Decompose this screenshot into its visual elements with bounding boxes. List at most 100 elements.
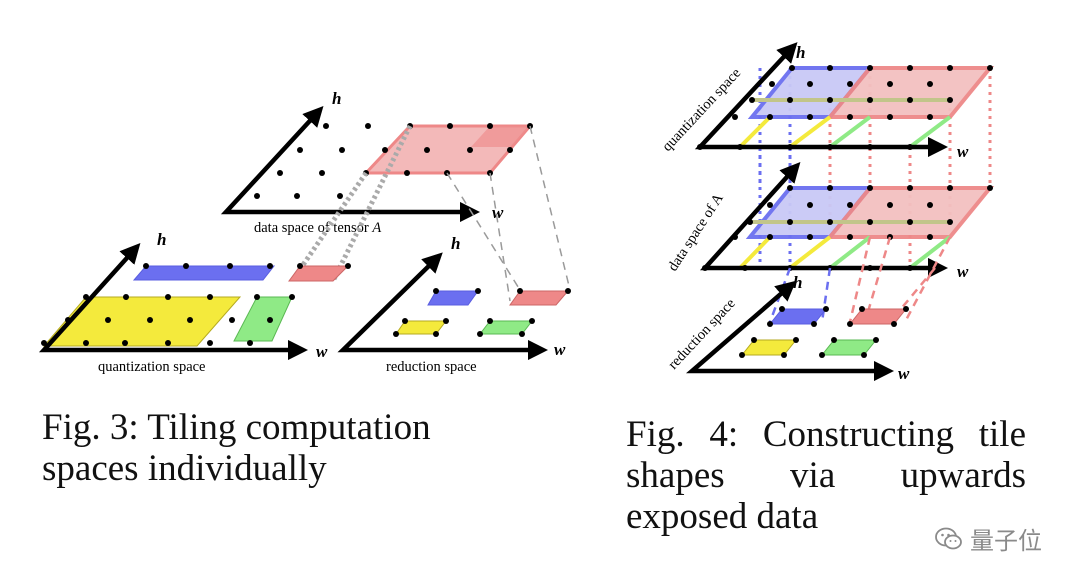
- lattice-dot: [749, 97, 755, 103]
- fig4-reduction-layer: h w reduction space: [665, 273, 910, 383]
- lattice-dot: [867, 97, 873, 103]
- lattice-dot: [819, 352, 825, 358]
- lattice-dot: [807, 234, 813, 240]
- fig3-tensor-label: data space of tensor A: [254, 220, 381, 236]
- lattice-dot: [927, 202, 933, 208]
- fig3-reduction-panel: h w reduction space: [337, 234, 571, 375]
- fig4-quant-dot-grid: [697, 65, 993, 150]
- fig3-data-axes: [220, 106, 481, 223]
- lattice-dot: [807, 114, 813, 120]
- fig3-red-space-label: reduction space: [386, 359, 477, 375]
- lattice-dot: [747, 219, 753, 225]
- fig4-bot-w-label: w: [898, 364, 910, 383]
- lattice-dot: [787, 219, 793, 225]
- lattice-dot: [207, 294, 213, 300]
- fig3-quantization-panel: h w quantization space: [38, 230, 351, 375]
- lattice-dot: [737, 144, 743, 150]
- lattice-dot: [907, 65, 913, 71]
- lattice-dot: [402, 318, 408, 324]
- lattice-dot: [732, 114, 738, 120]
- fig3-quant-tile-yellow: [42, 296, 242, 347]
- lattice-dot: [289, 294, 295, 300]
- lattice-dot: [339, 147, 345, 153]
- lattice-dot: [477, 331, 483, 337]
- lattice-dot: [887, 114, 893, 120]
- lattice-dot: [811, 321, 817, 327]
- lattice-dot: [487, 123, 493, 129]
- lattice-dot: [793, 337, 799, 343]
- lattice-dot: [277, 170, 283, 176]
- fig3-quant-tile-green: [233, 296, 293, 342]
- fig3-red-axes: [337, 252, 549, 361]
- lattice-dot: [907, 185, 913, 191]
- lattice-dot: [267, 263, 273, 269]
- lattice-dot: [847, 202, 853, 208]
- lattice-dot: [827, 219, 833, 225]
- fig3-quant-axes: [38, 242, 309, 361]
- lattice-dot: [247, 340, 253, 346]
- fig3-quant-dot-grid: [41, 263, 351, 346]
- fig3-data-tile-red-dark: [471, 126, 530, 147]
- fig4-red-blue: [768, 308, 828, 325]
- lattice-dot: [987, 185, 993, 191]
- lattice-dot: [751, 337, 757, 343]
- lattice-dot: [467, 147, 473, 153]
- lattice-dot: [165, 340, 171, 346]
- fig3-tensor-label-symbol: A: [371, 220, 381, 236]
- lattice-dot: [294, 193, 300, 199]
- lattice-dot: [787, 97, 793, 103]
- lattice-dot: [903, 306, 909, 312]
- lattice-dot: [847, 81, 853, 87]
- lattice-dot: [519, 331, 525, 337]
- fig3-data-space-panel: h w data space of tensor A: [220, 89, 534, 236]
- fig4-quant-green-edge: [824, 115, 952, 149]
- lattice-dot: [947, 219, 953, 225]
- lattice-dot: [165, 294, 171, 300]
- lattice-dot: [742, 265, 748, 271]
- fig4-data-green-edge: [824, 235, 952, 270]
- lattice-dot: [907, 265, 913, 271]
- lattice-dot: [433, 288, 439, 294]
- lattice-dot: [267, 317, 273, 323]
- lattice-dot: [867, 144, 873, 150]
- lattice-dot: [487, 318, 493, 324]
- lattice-dot: [475, 288, 481, 294]
- watermark: 量子位: [934, 521, 1042, 556]
- lattice-dot: [987, 65, 993, 71]
- lattice-dot: [947, 65, 953, 71]
- lattice-dot: [867, 65, 873, 71]
- fig3-caption: Fig. 3: Tiling computation spaces indivi…: [42, 407, 431, 489]
- fig3-red-w-label: w: [554, 340, 566, 359]
- lattice-dot: [887, 81, 893, 87]
- lattice-dot: [867, 265, 873, 271]
- fig3-red-dot-grid: [393, 288, 571, 337]
- figure-4: h w quantization space w data space of A: [659, 42, 995, 383]
- lattice-dot: [867, 219, 873, 225]
- fig3-tensor-label-prefix: data space of tensor: [254, 220, 369, 236]
- fig4-data-space-label: data space of A: [665, 190, 727, 274]
- lattice-dot: [787, 144, 793, 150]
- fig4-top-h-label: h: [796, 43, 805, 62]
- watermark-text: 量子位: [970, 527, 1042, 555]
- figure-3: h w data space of tensor A h w quanti: [38, 89, 571, 375]
- lattice-dot: [227, 263, 233, 269]
- lattice-dot: [789, 65, 795, 71]
- fig4-top-w-label: w: [957, 142, 969, 161]
- lattice-dot: [779, 306, 785, 312]
- lattice-dot: [382, 147, 388, 153]
- lattice-dot: [517, 288, 523, 294]
- lattice-dot: [907, 97, 913, 103]
- lattice-dot: [65, 317, 71, 323]
- lattice-dot: [847, 114, 853, 120]
- lattice-dot: [807, 81, 813, 87]
- lattice-dot: [297, 263, 303, 269]
- lattice-dot: [947, 185, 953, 191]
- lattice-dot: [393, 331, 399, 337]
- lattice-dot: [827, 97, 833, 103]
- fig3-top-h-label: h: [332, 89, 341, 108]
- lattice-dot: [697, 144, 703, 150]
- lattice-dot: [323, 123, 329, 129]
- lattice-dot: [147, 317, 153, 323]
- lattice-dot: [702, 265, 708, 271]
- lattice-dot: [447, 123, 453, 129]
